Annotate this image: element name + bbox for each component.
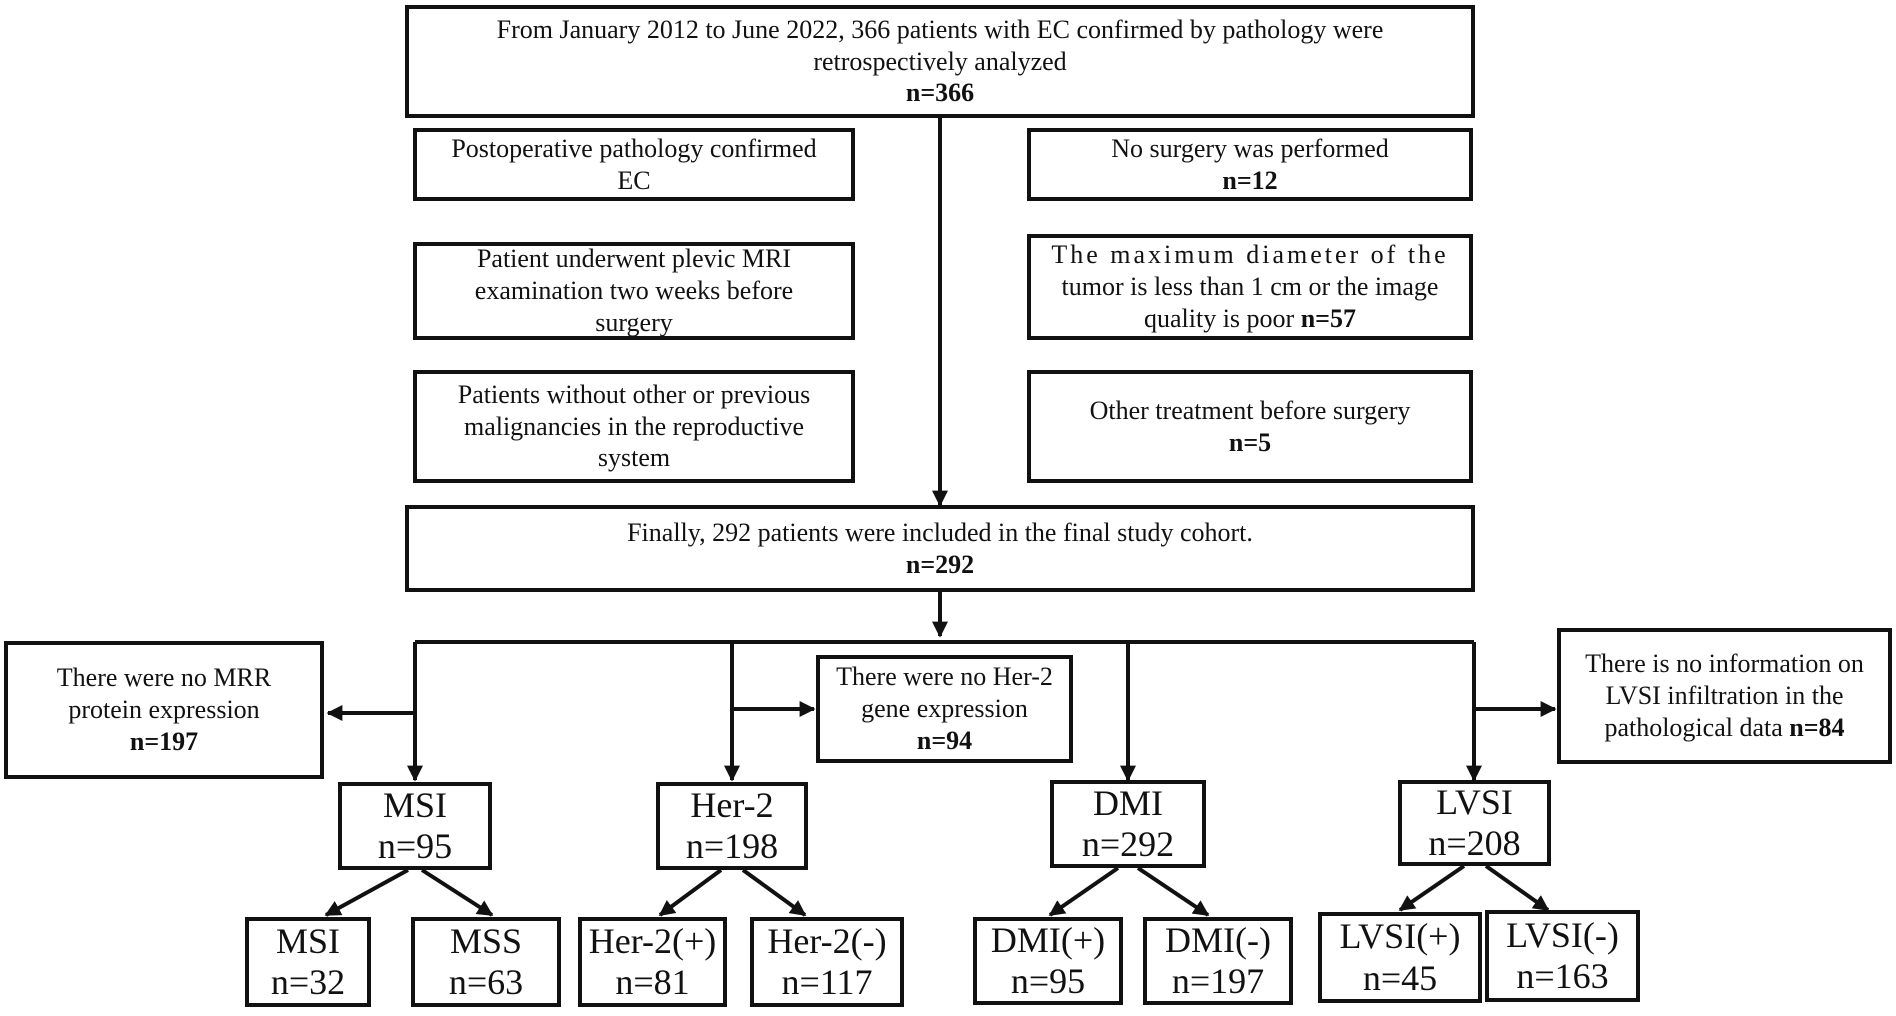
child-count: n=32: [270, 962, 346, 1002]
child-lvsi-neg-box: LVSI(-) n=163: [1485, 910, 1640, 1002]
child-count: n=197: [1171, 961, 1265, 1001]
missing-lvsi-box: There is no information on LVSI infiltra…: [1557, 628, 1892, 764]
child-count: n=163: [1516, 956, 1609, 996]
top-box: From January 2012 to June 2022, 366 pati…: [405, 5, 1475, 118]
missing-text: LVSI infiltration in the: [1605, 681, 1844, 711]
her2-left-arrow: [658, 868, 723, 917]
exclusion-count: n=57: [1300, 303, 1356, 333]
missing-text: gene expression: [861, 694, 1028, 724]
child-name: MSI: [275, 920, 341, 961]
group-her2-box: Her-2 n=198: [656, 782, 808, 870]
dmi-right-arrow: [1136, 866, 1210, 917]
group-name: Her-2: [690, 784, 774, 825]
child-name: Her-2(+): [588, 920, 717, 961]
child-msi-box: MSI n=32: [245, 917, 371, 1007]
group-count: n=95: [377, 826, 453, 866]
top-line1: From January 2012 to June 2022, 366 pati…: [496, 14, 1384, 44]
criteria-text: malignancies in the reproductive: [463, 411, 805, 441]
exclusion-box-tumor-size: The maximum diameter of the tumor is les…: [1027, 234, 1473, 340]
child-name: LVSI(+): [1339, 916, 1461, 957]
lvsi-left-arrow: [1398, 864, 1466, 912]
exclusion-box-other-treatment: Other treatment before surgery n=5: [1027, 370, 1473, 483]
criteria-text: EC: [617, 165, 651, 195]
exclusion-count: n=5: [1228, 427, 1272, 457]
group-lvsi-box: LVSI n=208: [1398, 780, 1551, 866]
exclusion-text: Other treatment before surgery: [1089, 395, 1411, 425]
msi-left-arrow: [324, 868, 409, 917]
missing-text: There were no Her-2: [836, 662, 1053, 692]
child-her2-pos-box: Her-2(+) n=81: [578, 917, 727, 1007]
exclusion-box-no-surgery: No surgery was performed n=12: [1027, 128, 1473, 201]
group-count: n=208: [1428, 823, 1521, 863]
criteria-text: Patient underwent plevic MRI: [476, 244, 792, 274]
cohort-box: Finally, 292 patients were included in t…: [405, 505, 1475, 592]
group-name: DMI: [1093, 782, 1163, 823]
missing-count: n=197: [129, 726, 199, 756]
child-name: DMI(-): [1165, 919, 1271, 960]
group-name: MSI: [382, 784, 448, 825]
child-dmi-pos-box: DMI(+) n=95: [973, 917, 1123, 1005]
criteria-text: Patients without other or previous: [457, 379, 811, 409]
cohort-text: Finally, 292 patients were included in t…: [627, 517, 1253, 547]
exclusion-text: tumor is less than 1 cm or the image: [1061, 272, 1439, 302]
missing-text: pathological data: [1604, 712, 1783, 742]
missing-her2-box: There were no Her-2 gene expression n=94: [816, 655, 1073, 763]
missing-text: There is no information on: [1585, 649, 1864, 679]
exclusion-count: n=12: [1222, 165, 1278, 195]
missing-count: n=84: [1789, 712, 1845, 742]
child-dmi-neg-box: DMI(-) n=197: [1143, 917, 1293, 1005]
child-name: Her-2(-): [767, 920, 887, 961]
criteria-text: Postoperative pathology confirmed: [451, 133, 817, 163]
exclusion-text-with-count: quality is poor n=57: [1144, 303, 1356, 335]
exclusion-text: The maximum diameter of the: [1051, 240, 1449, 270]
group-dmi-box: DMI n=292: [1050, 780, 1206, 868]
child-name: MSS: [449, 920, 523, 961]
criteria-box-mri: Patient underwent plevic MRI examination…: [413, 242, 855, 340]
exclusion-text: quality is poor: [1144, 303, 1295, 333]
dmi-left-arrow: [1048, 866, 1120, 917]
group-count: n=292: [1081, 824, 1175, 864]
top-line2: retrospectively analyzed: [813, 46, 1067, 76]
child-her2-neg-box: Her-2(-) n=117: [750, 917, 904, 1007]
group-count: n=198: [685, 826, 779, 866]
child-count: n=117: [781, 962, 873, 1002]
exclusion-text: No surgery was performed: [1111, 133, 1389, 163]
child-name: DMI(+): [990, 919, 1106, 960]
missing-count: n=94: [916, 725, 973, 755]
missing-text: protein expression: [68, 695, 260, 725]
child-mss-box: MSS n=63: [411, 917, 561, 1007]
criteria-box-pathology: Postoperative pathology confirmed EC: [413, 128, 855, 201]
group-msi-box: MSI n=95: [338, 782, 492, 870]
criteria-text: surgery: [595, 307, 673, 337]
child-count: n=63: [448, 962, 524, 1002]
child-count: n=81: [615, 962, 690, 1002]
missing-mrr-box: There were no MRR protein expression n=1…: [4, 641, 324, 779]
her2-right-arrow: [741, 868, 807, 917]
missing-text-with-count: pathological data n=84: [1604, 712, 1844, 744]
missing-text: There were no MRR: [56, 663, 272, 693]
child-count: n=95: [1010, 961, 1086, 1001]
criteria-text: system: [597, 443, 671, 473]
criteria-box-malignancies: Patients without other or previous malig…: [413, 370, 855, 483]
child-name: LVSI(-): [1506, 914, 1619, 955]
top-count: n=366: [905, 78, 975, 108]
lvsi-right-arrow: [1484, 864, 1550, 912]
msi-right-arrow: [420, 868, 494, 917]
child-count: n=45: [1362, 957, 1438, 998]
group-name: LVSI: [1436, 781, 1513, 822]
cohort-count: n=292: [905, 549, 975, 579]
child-lvsi-pos-box: LVSI(+) n=45: [1318, 912, 1482, 1003]
criteria-text: examination two weeks before: [474, 276, 794, 306]
